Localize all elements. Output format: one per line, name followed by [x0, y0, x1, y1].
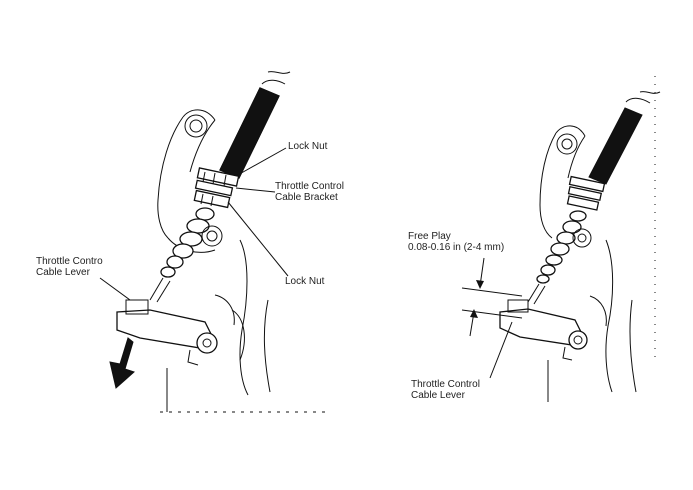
left-direction-arrow — [109, 337, 135, 389]
left-label-bracket-line2: Cable Bracket — [275, 192, 338, 203]
left-label-bracket: Throttle Control Cable Bracket — [275, 181, 344, 203]
left-label-lever: Throttle Contro Cable Lever — [36, 256, 103, 278]
right-engine-bracket — [539, 125, 586, 239]
left-lock-nut-upper — [196, 167, 240, 187]
left-label-lock-nut-upper: Lock Nut — [288, 141, 328, 152]
right-throttle-body — [547, 239, 637, 402]
right-cable-boot — [527, 210, 592, 305]
left-label-lock-nut-lower: Lock Nut — [285, 276, 325, 287]
right-label-free-play: Free Play 0.08-0.16 in (2-4 mm) — [408, 231, 504, 253]
left-throttle-body — [160, 239, 330, 413]
right-illustration — [461, 76, 661, 402]
left-label-bracket-line1: Throttle Control — [275, 181, 344, 192]
right-label-lever-line1: Throttle Control — [411, 379, 480, 390]
left-label-lever-line1: Throttle Contro — [36, 256, 103, 267]
right-throttle-lever — [499, 299, 588, 361]
right-leader-lines — [489, 321, 513, 379]
left-cable-boot — [149, 207, 223, 303]
right-label-free-play-line2: 0.08-0.16 in (2-4 mm) — [408, 242, 505, 253]
right-free-play-dimension — [461, 257, 523, 337]
left-throttle-lever — [116, 299, 218, 366]
right-label-lever: Throttle Control Cable Lever — [411, 379, 480, 401]
left-label-lever-line2: Cable Lever — [36, 267, 90, 278]
left-cable-housing — [219, 71, 291, 179]
right-label-lever-line2: Cable Lever — [411, 390, 465, 401]
left-leader-lines — [99, 147, 289, 301]
right-cable-housing — [588, 91, 661, 185]
left-illustration — [99, 71, 330, 413]
right-lock-nuts — [566, 175, 606, 211]
left-cable-bracket — [194, 179, 234, 197]
right-label-free-play-line1: Free Play — [408, 231, 451, 242]
